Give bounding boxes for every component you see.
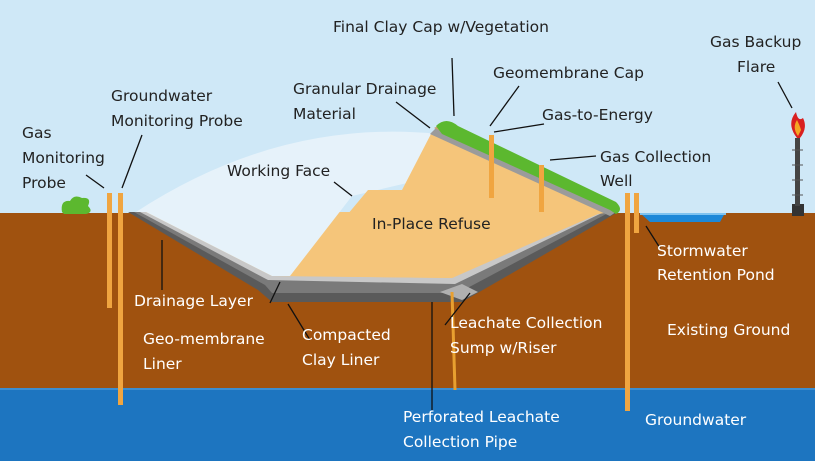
label-geo-membrane-1: Geo-membrane bbox=[143, 330, 265, 348]
gas-monitoring-probe bbox=[107, 193, 112, 308]
label-groundwater-probe-1: Groundwater bbox=[111, 87, 213, 105]
label-gas-to-energy: Gas-to-Energy bbox=[542, 106, 653, 124]
label-perforated-pipe-1: Perforated Leachate bbox=[403, 408, 560, 426]
label-granular-drainage-1: Granular Drainage bbox=[293, 80, 436, 98]
leachate-sump bbox=[440, 284, 478, 300]
label-gas-collection-well-1: Gas Collection bbox=[600, 148, 711, 166]
gas-collection-well-pipe bbox=[539, 165, 544, 212]
label-gas-probe-2: Monitoring bbox=[22, 149, 105, 167]
label-groundwater: Groundwater bbox=[645, 411, 747, 429]
label-gas-probe-1: Gas bbox=[22, 124, 52, 142]
label-leachate-sump-2: Sump w/Riser bbox=[450, 339, 557, 357]
label-geo-membrane-2: Liner bbox=[143, 355, 182, 373]
label-gas-probe-3: Probe bbox=[22, 174, 66, 192]
label-working-face: Working Face bbox=[227, 162, 330, 180]
label-drainage-layer: Drainage Layer bbox=[134, 292, 254, 310]
granular-drainage-cap bbox=[430, 128, 616, 216]
label-in-place-refuse: In-Place Refuse bbox=[372, 215, 491, 233]
leader-lines bbox=[85, 57, 793, 410]
label-granular-drainage-2: Material bbox=[293, 105, 356, 123]
label-groundwater-probe-2: Monitoring Probe bbox=[111, 112, 243, 130]
label-compacted-clay-2: Clay Liner bbox=[302, 351, 380, 369]
working-face bbox=[136, 131, 438, 276]
label-existing-ground: Existing Ground bbox=[667, 321, 790, 339]
gas-to-energy-pipe bbox=[489, 135, 494, 198]
gas-well-probe-2 bbox=[634, 193, 639, 233]
vegetation-cap bbox=[436, 121, 620, 214]
label-gas-collection-well-2: Well bbox=[600, 172, 633, 190]
label-gas-backup-flare-2: Flare bbox=[737, 58, 775, 76]
stormwater-pond bbox=[640, 213, 725, 222]
groundwater-layer bbox=[0, 388, 815, 461]
label-compacted-clay-1: Compacted bbox=[302, 326, 391, 344]
label-stormwater-1: Stormwater bbox=[657, 242, 748, 260]
gas-well-probe-1 bbox=[625, 193, 630, 411]
label-leachate-sump-1: Leachate Collection bbox=[450, 314, 602, 332]
groundwater-monitoring-probe bbox=[118, 193, 123, 405]
in-place-refuse bbox=[296, 132, 612, 278]
bush bbox=[61, 196, 91, 214]
label-gas-backup-flare-1: Gas Backup bbox=[710, 33, 801, 51]
perforated-leachate-pipe bbox=[450, 291, 457, 391]
gas-backup-flare bbox=[791, 112, 805, 216]
label-stormwater-2: Retention Pond bbox=[657, 266, 775, 284]
label-perforated-pipe-2: Collection Pipe bbox=[403, 433, 517, 451]
label-geomembrane-cap: Geomembrane Cap bbox=[493, 64, 644, 82]
label-final-clay-cap: Final Clay Cap w/Vegetation bbox=[333, 18, 549, 36]
